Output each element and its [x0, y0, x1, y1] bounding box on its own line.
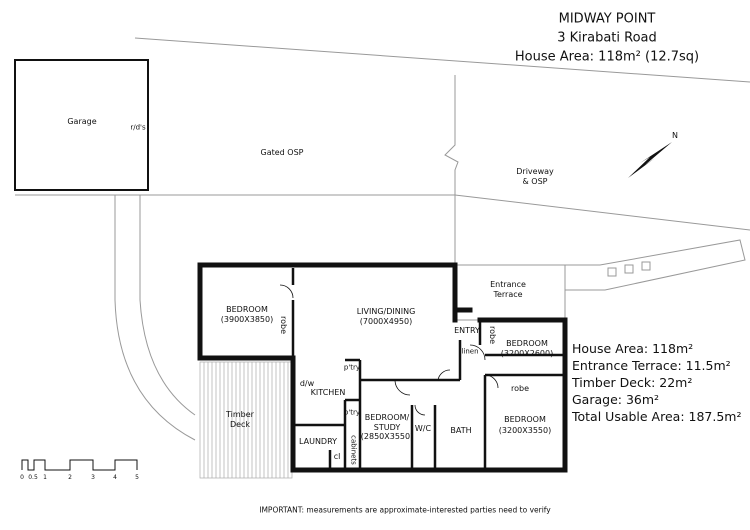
label-driveway-osp: & OSP [522, 177, 548, 186]
label-robe-2: robe [488, 325, 497, 345]
area-item: Entrance Terrace: 11.5m² [572, 358, 731, 373]
label-study: BEDROOM/ [364, 413, 410, 422]
label-bedroom-2-dim: (3200X2600) [500, 349, 554, 358]
label-bedroom-3: BEDROOM [504, 415, 546, 424]
scale-bar [21, 459, 138, 471]
label-deck: Deck [229, 420, 251, 429]
label-entry: ENTRY [454, 326, 480, 335]
house-area-title: House Area: 118m² (12.7sq) [514, 49, 700, 65]
label-entrance-terrace-2: Terrace [493, 290, 523, 299]
area-item: Total Usable Area: 187.5m² [572, 409, 742, 424]
label-linen: linen [461, 347, 479, 356]
label-kitchen: KITCHEN [310, 388, 346, 397]
label-study-dim: (2850X3550) [360, 432, 414, 441]
scale-5: 5 [135, 474, 139, 481]
label-driveway: Driveway [516, 167, 554, 176]
label-north: N [672, 131, 678, 140]
label-entrance-terrace: Entrance [490, 280, 526, 289]
label-living-dim: (7000X4950) [359, 317, 413, 326]
label-robe-3: robe [510, 384, 530, 393]
address: 3 Kirabati Road [557, 30, 657, 46]
suburb-title: MIDWAY POINT [558, 11, 656, 27]
timber-deck [199, 361, 293, 479]
label-timber: Timber [226, 410, 254, 419]
label-bedroom-1: BEDROOM [226, 305, 268, 314]
door-swings [279, 284, 499, 416]
label-living: LIVING/DINING [356, 307, 416, 316]
label-garage: Garage [67, 117, 97, 126]
measurement-disclaimer: IMPORTANT: measurements are approximate-… [259, 505, 551, 515]
area-summary: House Area: 118m² Entrance Terrace: 11.5… [572, 340, 741, 425]
label-pantry-1: p'try [343, 363, 361, 372]
label-gated-osp: Gated OSP [260, 148, 304, 157]
scale-0-5: 0.5 [28, 474, 38, 481]
scale-3: 3 [91, 474, 95, 481]
garage-outline [14, 59, 149, 191]
scale-2: 2 [68, 474, 72, 481]
label-study-2: STUDY [373, 423, 401, 432]
label-bedroom-1-dim: (3900X3850) [220, 315, 274, 324]
scale-1: 1 [43, 474, 47, 481]
inner-walls [291, 268, 565, 470]
label-laundry: LAUNDRY [298, 437, 338, 446]
area-item: Timber Deck: 22m² [572, 375, 693, 390]
label-dishwasher: d/w [299, 379, 315, 388]
label-bedroom-2: BEDROOM [506, 339, 548, 348]
outer-walls [197, 262, 568, 473]
label-robe-1: robe [279, 315, 288, 335]
label-wc: W/C [414, 424, 432, 433]
label-pantry-2: p'try [343, 408, 361, 417]
scale-4: 4 [113, 474, 117, 481]
label-bedroom-3-dim: (3200X3550) [498, 426, 552, 435]
north-arrow-icon [628, 142, 672, 178]
label-cabinets: cabinets [349, 435, 358, 465]
label-cl: cl [333, 452, 341, 461]
label-bath: BATH [450, 426, 472, 435]
label-rds: r/d's [130, 123, 146, 132]
scale-0: 0 [20, 474, 24, 481]
area-item: House Area: 118m² [572, 341, 694, 356]
area-item: Garage: 36m² [572, 392, 660, 407]
